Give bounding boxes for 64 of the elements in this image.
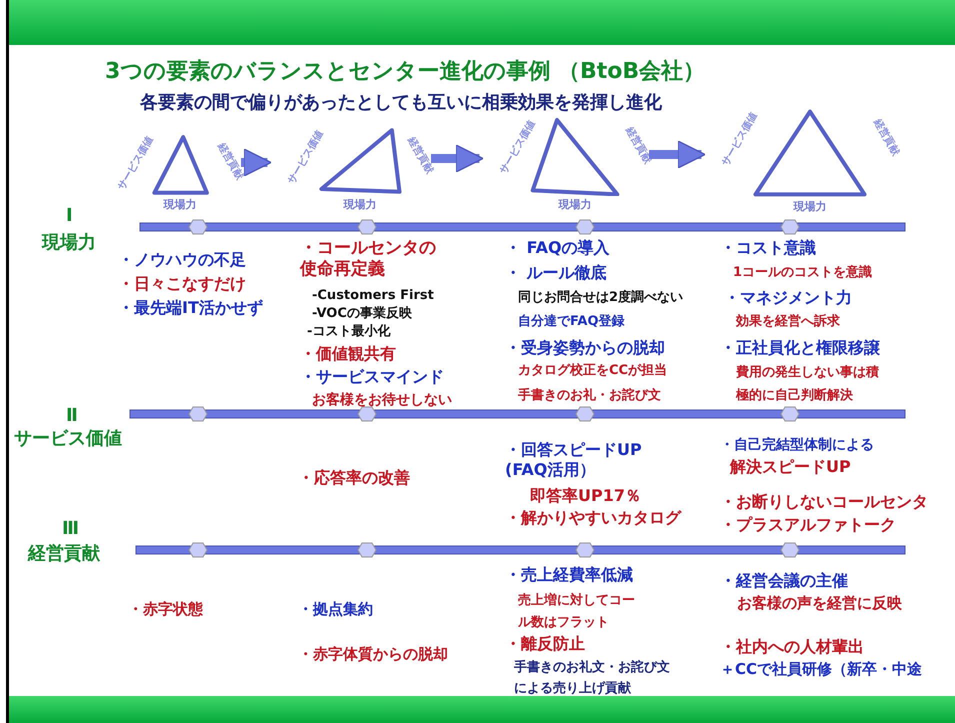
bullet-text: ・赤字体質からの脱却 xyxy=(298,645,448,664)
row-heading: サービス価値 xyxy=(14,428,122,450)
bullet-text: ・ ルール徹底 xyxy=(505,263,607,283)
axis-label: サービス価値 xyxy=(720,110,760,168)
axis-label: サービス価値 xyxy=(498,118,538,176)
axis-label: 現場力 xyxy=(162,197,198,212)
bullet-text: ・応答率の改善 xyxy=(298,468,410,488)
slide-title: 3つの要素のバランスとセンター進化の事例 （BtoB会社） xyxy=(105,58,706,86)
bullet-text: ・コスト意識 xyxy=(720,238,816,258)
bullet-text: お客様の声を経営に反映 xyxy=(737,594,902,613)
row-heading: 現場力 xyxy=(42,232,96,254)
bullet-text: ・経営会議の主催 xyxy=(720,571,848,591)
bullet-text: お客様をお待せしない xyxy=(312,392,452,410)
bullet-text: 手書きのお礼・お詫び文 xyxy=(518,388,661,404)
row-heading: 経営貢献 xyxy=(28,543,100,566)
axis-label: 経営貢献 xyxy=(871,117,901,158)
bullet-text: 即答率UP17％ xyxy=(530,486,641,506)
bullet-text: ・離反防止 xyxy=(505,634,585,654)
bullet-text: ・最先端IT活かせず xyxy=(118,298,263,318)
bullet-text: ・赤字状態 xyxy=(128,600,203,619)
bullet-text: ・ FAQの導入 xyxy=(505,238,610,258)
bullet-text: ・プラスアルファトーク xyxy=(720,515,896,535)
axis-label: 現場力 xyxy=(342,197,378,212)
arrow xyxy=(649,140,706,169)
axis-label: サービス価値 xyxy=(116,134,156,192)
bullet-text: 同じお問合せは2度調べない xyxy=(518,290,684,306)
bullet-text: 自分達でFAQ登録 xyxy=(518,314,625,330)
axis-label: 経営貢献 xyxy=(215,141,245,182)
arrow xyxy=(241,148,272,177)
bullet-text: ・解かりやすいカタログ xyxy=(505,508,681,528)
arrow xyxy=(431,144,484,173)
bullet-text: カタログ校正をCCが担当 xyxy=(518,363,668,380)
bullet-text: ・お断りしないコールセンタ xyxy=(720,492,928,512)
bullet-text: ・受身姿勢からの脱却 xyxy=(505,338,665,358)
bullet-text: ・サービスマインド xyxy=(300,367,444,387)
bullet-text: ・正社員化と権限移譲 xyxy=(720,338,880,358)
bullet-text: 効果を経営へ訴求 xyxy=(736,314,840,330)
bullet-text: ・拠点集約 xyxy=(298,600,373,619)
bullet-text: ・価値観共有 xyxy=(300,344,396,364)
bullet-text: ＋CCで社員研修（新卒・中途 xyxy=(720,660,922,679)
bullet-text: ・回答スピードUP (FAQ活用） xyxy=(505,440,643,480)
bullet-text: 費用の発生しない事は積極的に自己判断解決 xyxy=(736,364,880,406)
bullet-text: 手書きのお礼文・お詫び文による売り上げ貢献 xyxy=(514,658,671,698)
bullet-text: ・ノウハウの不足 xyxy=(118,250,246,270)
axis-label: 現場力 xyxy=(557,197,592,212)
bullet-text: -VOCの事業反映 xyxy=(312,306,412,322)
bullet-text: ・売上経費率低減 xyxy=(505,565,633,585)
bullet-text: ・自己完結型体制による xyxy=(720,437,874,454)
row-numeral: Ⅰ xyxy=(66,205,73,228)
bullet-text: 解決スピードUP xyxy=(730,457,851,477)
bullet-text: ・マネジメント力 xyxy=(724,288,852,308)
bullet-text: 売上増に対してコール数はフラット xyxy=(518,592,636,632)
subtitle: 各要素の間で偏りがあったとしても互いに相乗効果を発揮し進化 xyxy=(140,92,662,114)
bullet-text: -Customers First xyxy=(312,288,434,304)
axis-label: 現場力 xyxy=(792,199,828,214)
axis-label: 経営貢献 xyxy=(405,135,435,176)
row-numeral: Ⅲ xyxy=(62,518,80,540)
bullet-text: ・社内への人材輩出 xyxy=(720,637,864,657)
bullet-text: ・日々こなすだけ xyxy=(118,274,246,294)
bullet-text: -コスト最小化 xyxy=(307,324,390,340)
bullet-text: 1コールのコストを意識 xyxy=(733,265,872,282)
row-numeral: Ⅱ xyxy=(66,405,78,428)
bullet-text: ・コールセンタの使命再定義 xyxy=(300,238,437,280)
axis-label: サービス価値 xyxy=(286,128,326,186)
